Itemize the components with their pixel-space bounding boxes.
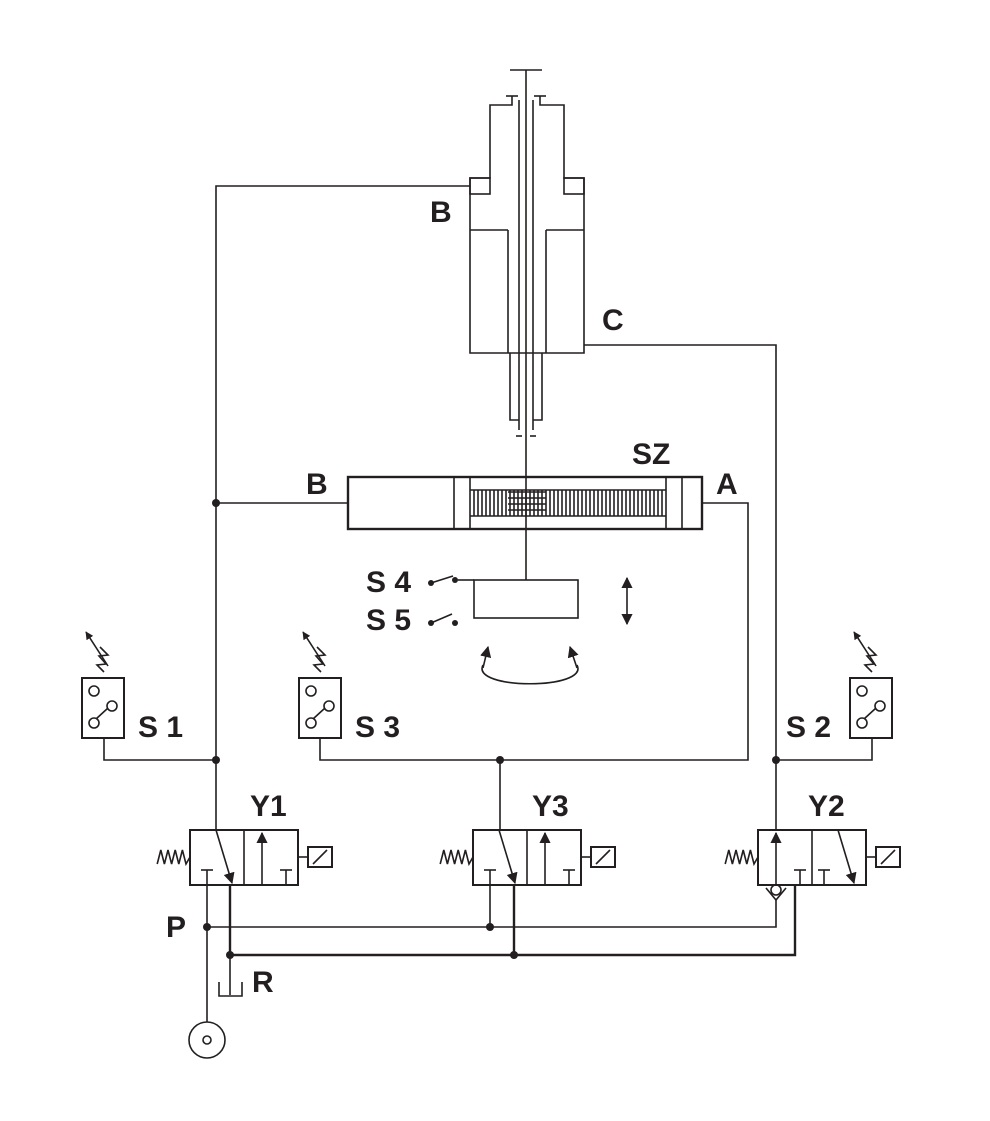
pressure-switch-icon	[849, 631, 893, 739]
y1-label: Y1	[250, 790, 287, 823]
port-b-label: B	[306, 468, 328, 501]
s1-label: S 1	[138, 711, 183, 744]
rotary-cylinder	[469, 69, 585, 580]
s2-label: S 2	[786, 711, 831, 744]
limit-switch-s5	[428, 613, 458, 626]
limit-switch-s4	[428, 575, 474, 586]
cylinder-sz-label: SZ	[632, 438, 670, 471]
s4-label: S 4	[366, 566, 411, 599]
solenoid-valve-y2	[724, 829, 901, 902]
solenoid-valve-y1	[156, 829, 333, 886]
s5-label: S 5	[366, 604, 411, 637]
output-table	[473, 579, 579, 619]
port-c-label: C	[602, 304, 624, 337]
port-a-label: A	[716, 468, 738, 501]
y2-label: Y2	[808, 790, 845, 823]
rotation-arrow-icon	[481, 664, 579, 685]
r-label: R	[252, 966, 274, 999]
rack-teeth	[473, 490, 663, 516]
solenoid-valve-y3	[439, 829, 616, 886]
pressure-switch-icon	[298, 631, 342, 739]
pressure-switch-icon	[81, 631, 125, 739]
port-b-top-label: B	[430, 196, 452, 229]
s3-label: S 3	[355, 711, 400, 744]
piping	[103, 185, 873, 1022]
tank-icon	[218, 982, 243, 997]
y3-label: Y3	[532, 790, 569, 823]
pump-icon	[188, 1021, 226, 1059]
cylinder-sz	[346, 475, 704, 531]
p-label: P	[166, 911, 186, 944]
